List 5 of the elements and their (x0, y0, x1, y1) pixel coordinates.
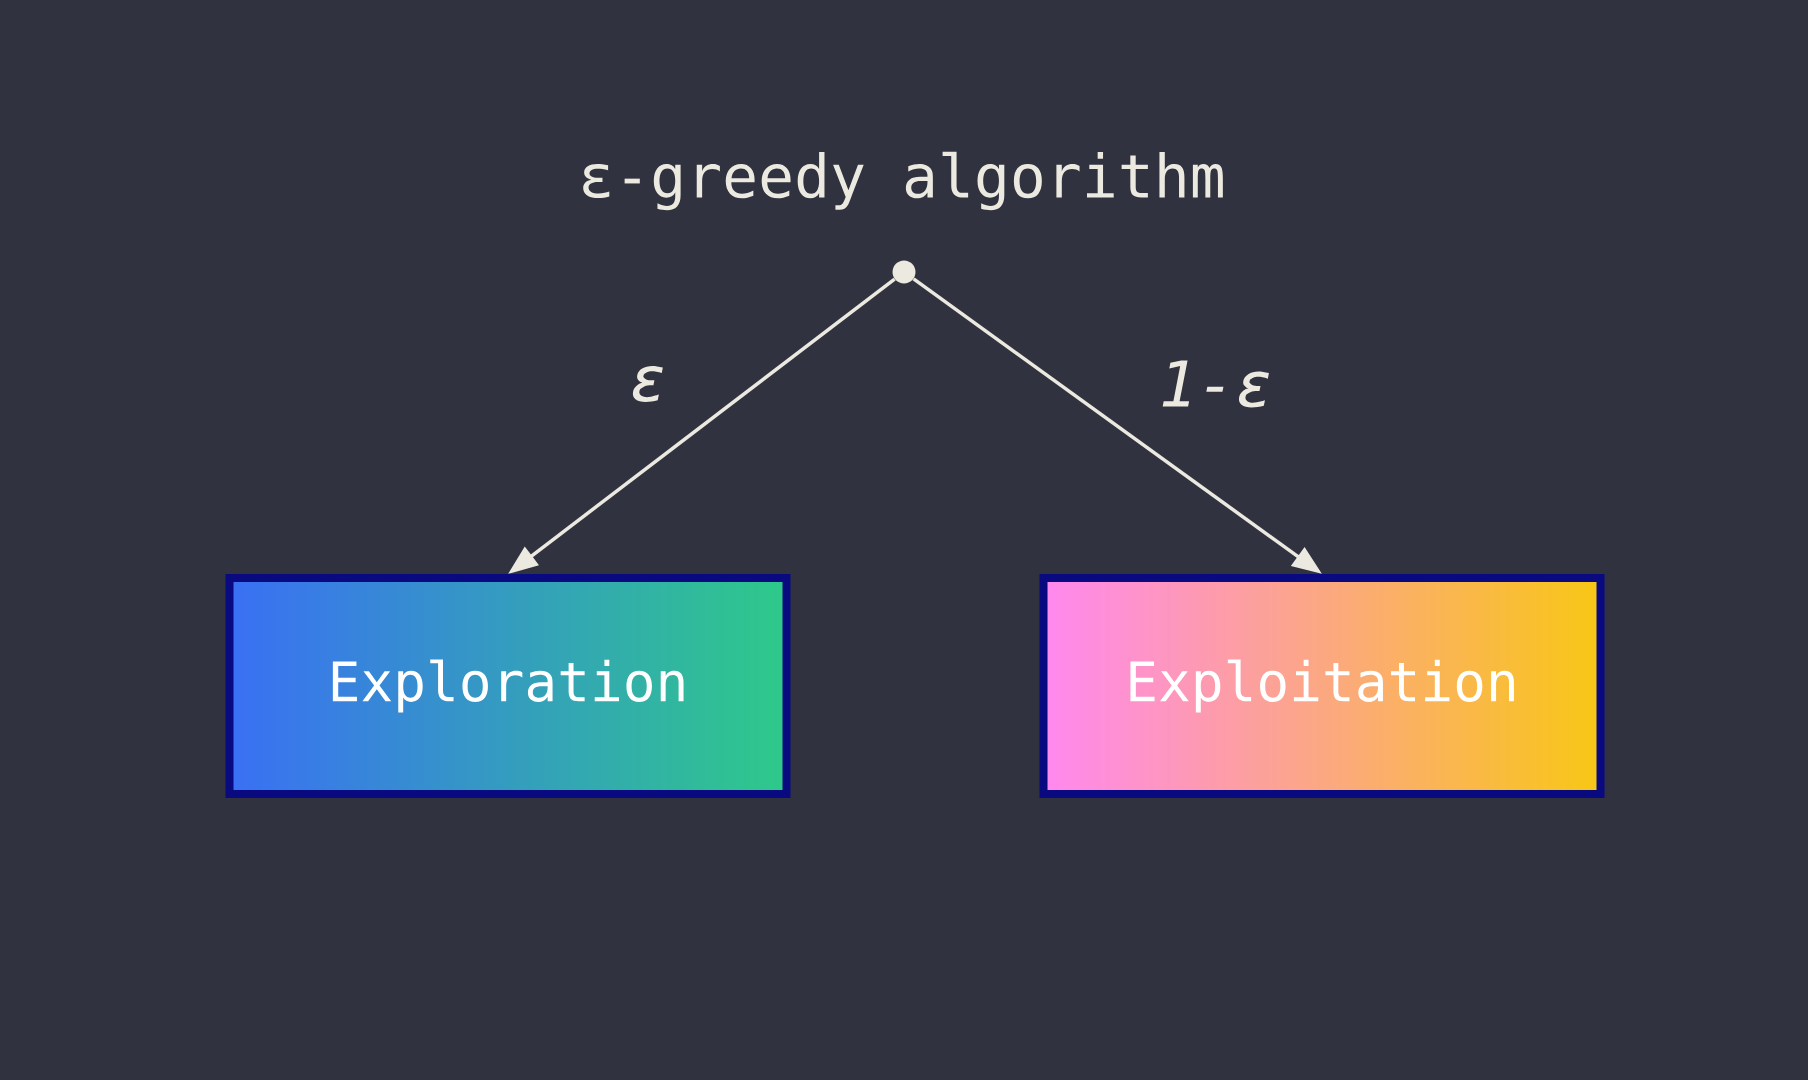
junction-dot (892, 260, 916, 284)
edge-label: 1-ε (1162, 360, 1269, 408)
edge-label: ε (632, 366, 663, 402)
process-box: Exploration (225, 574, 791, 798)
title: ε-greedy algorithm (583, 151, 1223, 211)
